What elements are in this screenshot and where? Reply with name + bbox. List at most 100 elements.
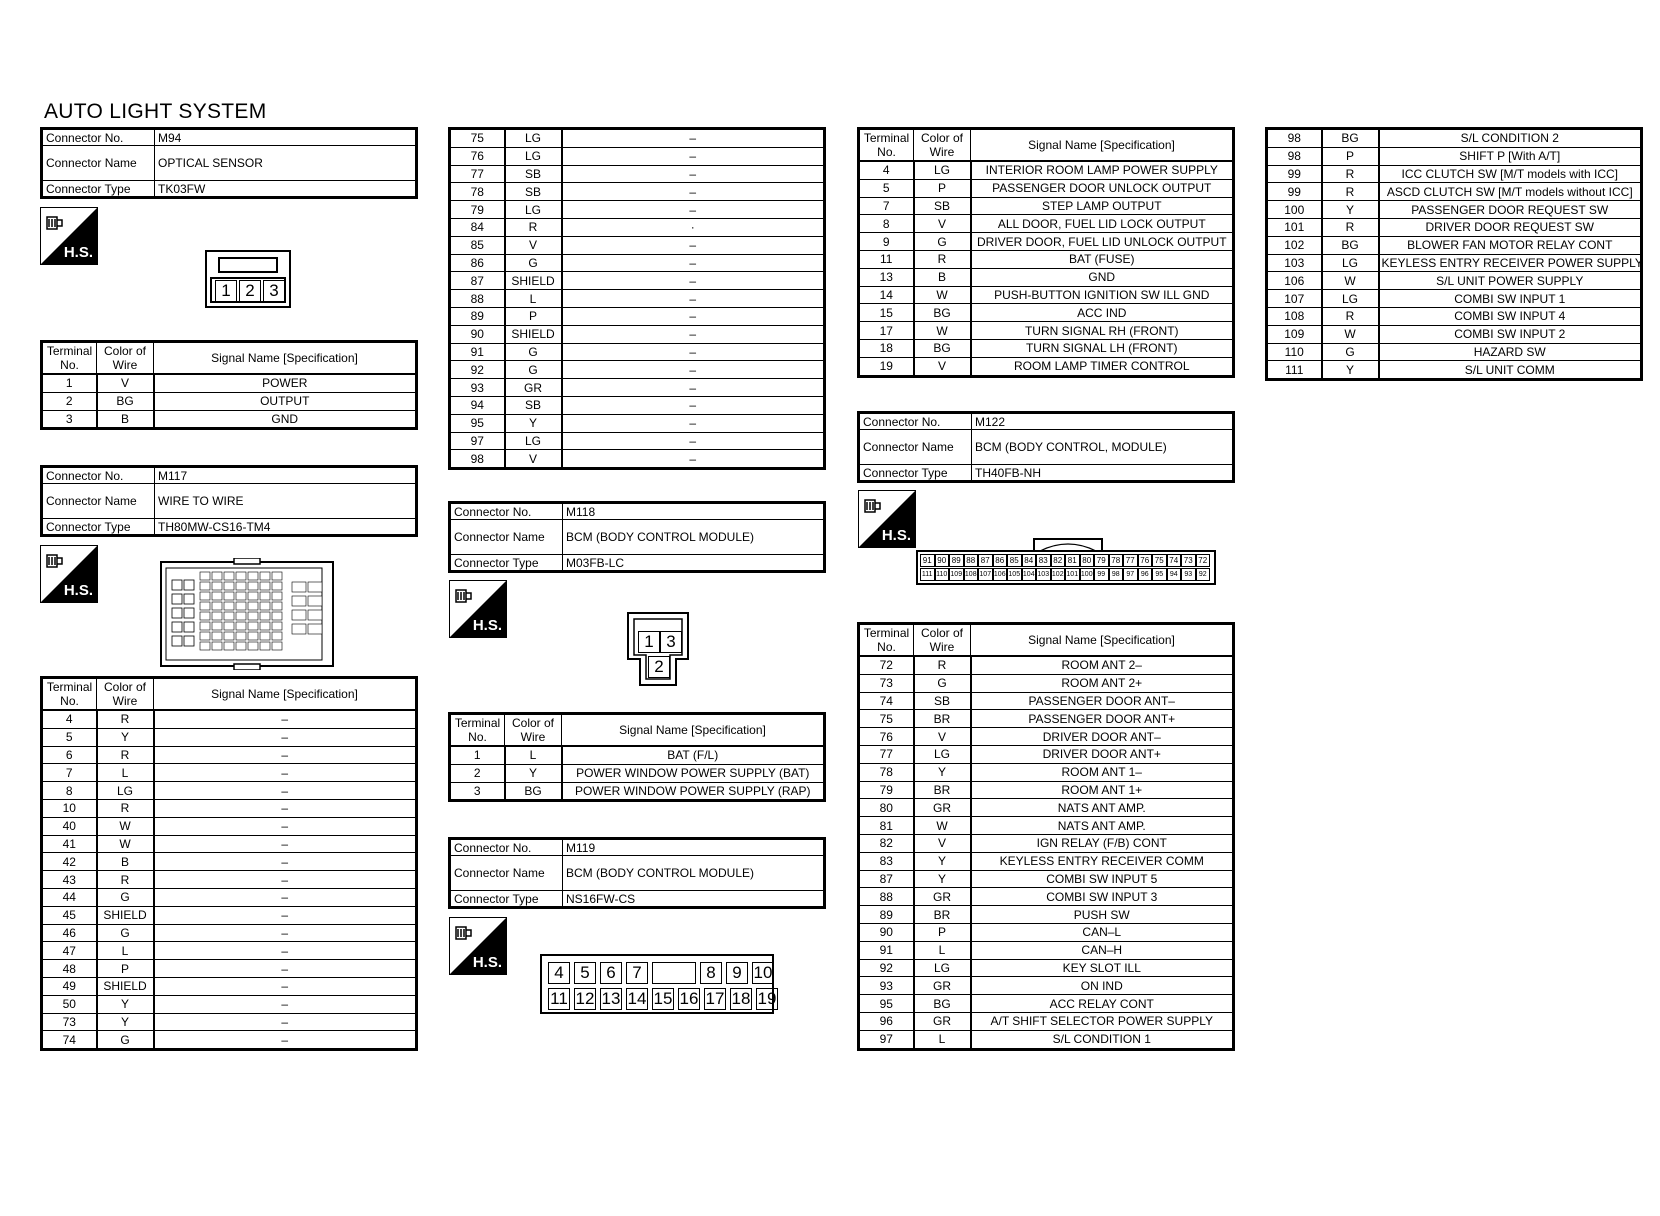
wire-color-cell: R	[913, 655, 972, 675]
harness-side-icon: H.S.	[40, 207, 98, 265]
connector-pin: 10	[752, 962, 774, 984]
signal-name-cell: –	[561, 449, 825, 470]
terminal-cell: 88	[449, 289, 506, 308]
terminal-cell: 81	[858, 816, 915, 835]
header-signal: Signal Name [Specification]	[970, 128, 1234, 162]
terminal-cell: 108	[1266, 306, 1323, 326]
connector-pin: 83	[1036, 554, 1051, 567]
signal-name-cell: S/L CONDITION 2	[1378, 128, 1642, 148]
signal-name-cell: INTERIOR ROOM LAMP POWER SUPPLY	[970, 160, 1234, 180]
terminal-cell: 8	[858, 214, 915, 234]
header-terminal: Terminal No.	[41, 341, 97, 375]
connector-pin: 18	[730, 988, 752, 1010]
terminal-cell: 14	[858, 285, 915, 305]
connector-pin: 8	[700, 962, 722, 984]
wire-color-cell: SB	[504, 395, 563, 415]
signal-name-cell: S/L UNIT COMM	[1378, 360, 1642, 381]
wire-color-cell: BG	[913, 303, 972, 323]
wire-color-cell: LG	[913, 958, 972, 978]
signal-name-cell: –	[561, 324, 825, 344]
terminal-cell: 18	[858, 338, 915, 358]
terminal-cell: 73	[41, 1012, 98, 1032]
connector-pin: 72	[1195, 554, 1210, 567]
header-terminal: Terminal No.	[41, 677, 97, 711]
signal-name-cell: –	[153, 1012, 417, 1032]
wire-color-cell: R	[504, 217, 563, 237]
terminal-cell: 90	[858, 922, 915, 942]
wire-color-cell: P	[913, 922, 972, 942]
signal-name-cell: –	[153, 709, 417, 729]
terminal-cell: 7	[41, 763, 98, 783]
wire-color-cell: GR	[913, 798, 972, 818]
signal-name-cell: ASCD CLUTCH SW [M/T models without ICC]	[1378, 182, 1642, 202]
terminal-cell: 107	[1266, 289, 1323, 308]
connector-type: TH80MW-CS16-TM4	[154, 518, 417, 536]
signal-name-cell: ACC IND	[970, 303, 1234, 323]
signal-name-cell: –	[561, 235, 825, 255]
hs-label: H.S.	[63, 582, 93, 599]
terminal-cell: 83	[858, 851, 915, 871]
wire-color-cell: BG	[1321, 128, 1380, 148]
connector-pin: 106	[992, 568, 1007, 581]
terminal-cell: 78	[858, 762, 915, 782]
connector-no: M118	[562, 502, 825, 520]
connector-pin: 74	[1166, 554, 1181, 567]
pin-2: 2	[648, 656, 670, 678]
connector-pin: 110	[934, 568, 949, 581]
signal-name-cell: –	[561, 413, 825, 433]
terminal-cell: 91	[858, 940, 915, 960]
terminal-cell: 101	[1266, 217, 1323, 237]
terminal-cell: 44	[41, 887, 98, 907]
signal-name-cell: TURN SIGNAL RH (FRONT)	[970, 321, 1234, 340]
pin-3: 3	[660, 631, 682, 653]
connector-pin: 73	[1181, 554, 1196, 567]
wire-color-cell: W	[913, 285, 972, 305]
connector-pin: 16	[678, 988, 700, 1010]
terminal-cell: 77	[449, 164, 506, 184]
wire-color-cell: Y	[1321, 200, 1380, 219]
connector-pin: 84	[1021, 554, 1036, 567]
wire-color-cell: L	[504, 289, 563, 308]
signal-name-cell: –	[153, 798, 417, 818]
pin-1: 1	[638, 631, 660, 653]
header-color: Color of Wire	[96, 677, 154, 711]
terminal-cell: 48	[41, 959, 98, 978]
wire-color-cell: GR	[913, 887, 972, 907]
signal-name-cell: –	[561, 431, 825, 451]
wire-color-cell: P	[913, 178, 972, 198]
info-key: Connector Name	[858, 429, 972, 465]
wire-color-cell: L	[913, 940, 972, 960]
connector-pin: 91	[920, 554, 935, 567]
info-key: Connector Name	[41, 483, 155, 519]
terminal-cell: 2	[41, 391, 98, 411]
signal-name-cell: DRIVER DOOR, FUEL LID UNLOCK OUTPUT	[970, 232, 1234, 251]
signal-name-cell: –	[153, 816, 417, 836]
